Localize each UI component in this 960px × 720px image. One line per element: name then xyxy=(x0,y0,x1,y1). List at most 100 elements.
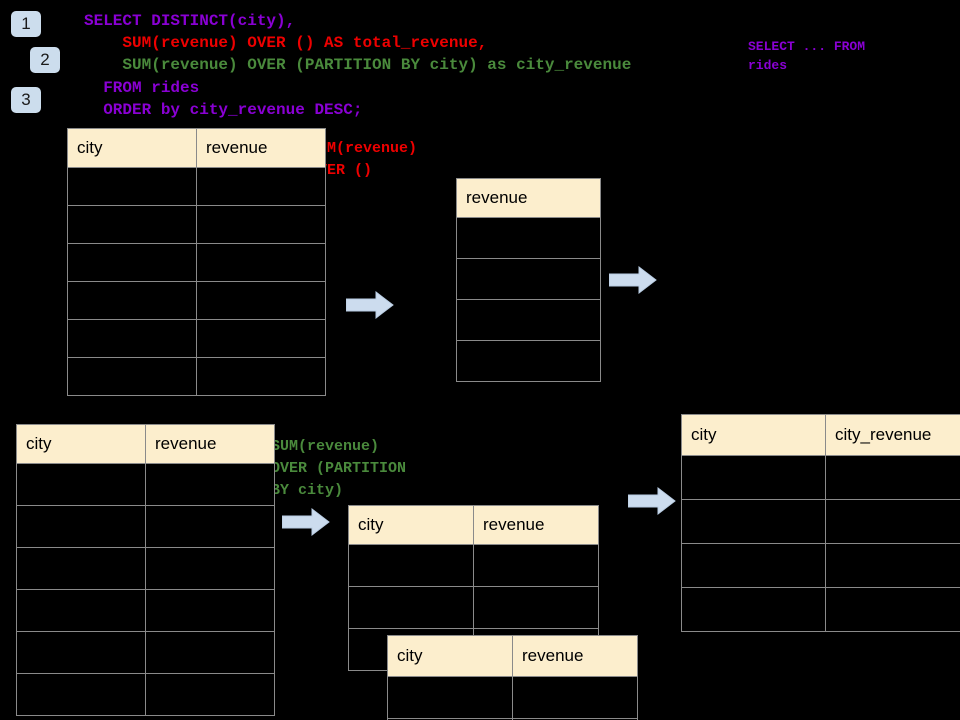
arrow-top-left xyxy=(345,290,394,324)
cell-city xyxy=(16,547,146,590)
cell-city xyxy=(681,455,826,500)
table-row xyxy=(387,718,638,720)
cell-city xyxy=(67,357,197,396)
cell-revenue xyxy=(145,547,275,590)
cell-city-revenue xyxy=(825,499,960,544)
table-row xyxy=(16,673,275,716)
table-row xyxy=(16,589,275,632)
cell-city xyxy=(681,499,826,544)
cell-revenue xyxy=(456,340,601,382)
table-row xyxy=(456,340,601,382)
table-row xyxy=(16,631,275,674)
arrow-top-right xyxy=(608,265,657,299)
cell-city-revenue xyxy=(825,587,960,632)
table-row xyxy=(456,299,601,341)
column-header-city: city xyxy=(67,128,197,168)
step-badge-3: 3 xyxy=(11,87,41,113)
rides-source-top-table: city revenue xyxy=(67,128,326,396)
rides-source-bottom-table: city revenue xyxy=(16,424,275,716)
table-header-row: city revenue xyxy=(387,635,638,677)
cell-revenue xyxy=(145,505,275,548)
sql-line-city-revenue: SUM(revenue) OVER (PARTITION BY city) as… xyxy=(84,56,632,74)
arrow-bottom-right xyxy=(627,486,676,520)
cell-city xyxy=(67,281,197,320)
cell-city xyxy=(67,243,197,282)
table-row xyxy=(681,543,960,588)
cell-city xyxy=(16,463,146,506)
column-header-city-revenue: city_revenue xyxy=(825,414,960,456)
sql-line-order-by: ORDER by city_revenue DESC; xyxy=(84,101,363,119)
table-row xyxy=(67,243,326,282)
sql-line-from: FROM rides xyxy=(84,79,200,97)
column-header-revenue: revenue xyxy=(196,128,326,168)
cell-city xyxy=(681,587,826,632)
column-header-revenue: revenue xyxy=(456,178,601,218)
cell-revenue xyxy=(145,631,275,674)
cell-revenue xyxy=(512,676,638,719)
arrow-bottom-left xyxy=(281,507,330,541)
table-row xyxy=(16,505,275,548)
cell-revenue xyxy=(196,319,326,358)
annotation-sum-over-partition: SUM(revenue) OVER (PARTITION BY city) xyxy=(271,438,407,499)
table-row xyxy=(16,547,275,590)
cell-revenue xyxy=(512,718,638,720)
partition-table-b: city revenue xyxy=(387,635,638,720)
cell-revenue xyxy=(145,589,275,632)
cell-revenue xyxy=(473,544,599,587)
table-header-row: city revenue xyxy=(67,128,326,168)
table-row xyxy=(67,281,326,320)
table-row xyxy=(681,455,960,500)
cell-city xyxy=(348,586,474,629)
cell-revenue xyxy=(473,586,599,629)
table-row xyxy=(456,217,601,259)
step-badge-2: 2 xyxy=(30,47,60,73)
arrow-right-icon xyxy=(627,486,676,516)
column-header-revenue: revenue xyxy=(145,424,275,464)
table-header-row: city revenue xyxy=(348,505,599,545)
cell-city xyxy=(67,205,197,244)
arrow-right-icon xyxy=(281,507,330,537)
column-header-city: city xyxy=(348,505,474,545)
cell-city xyxy=(348,544,474,587)
table-row xyxy=(67,205,326,244)
cell-city xyxy=(67,319,197,358)
cell-revenue xyxy=(196,205,326,244)
cell-city xyxy=(16,673,146,716)
column-header-city: city xyxy=(681,414,826,456)
cell-revenue xyxy=(145,673,275,716)
cell-revenue xyxy=(145,463,275,506)
cell-revenue xyxy=(196,281,326,320)
arrow-right-icon xyxy=(608,265,657,295)
total-revenue-table: revenue xyxy=(456,178,601,382)
column-header-revenue: revenue xyxy=(512,635,638,677)
annotation-select-from: SELECT ... FROM rides xyxy=(748,39,866,73)
table-row xyxy=(456,258,601,300)
cell-revenue xyxy=(196,243,326,282)
table-row xyxy=(67,319,326,358)
table-row xyxy=(348,586,599,629)
column-header-revenue: revenue xyxy=(473,505,599,545)
sql-line-total-revenue: SUM(revenue) OVER () AS total_revenue, xyxy=(84,34,488,52)
sql-line-select: SELECT DISTINCT(city), xyxy=(84,12,296,30)
table-row xyxy=(16,463,275,506)
column-header-city: city xyxy=(387,635,513,677)
cell-revenue xyxy=(196,167,326,206)
cell-city xyxy=(387,676,513,719)
cell-city xyxy=(16,505,146,548)
cell-revenue xyxy=(456,299,601,341)
cell-revenue xyxy=(456,258,601,300)
cell-revenue xyxy=(196,357,326,396)
table-header-row: revenue xyxy=(456,178,601,218)
column-header-city: city xyxy=(16,424,146,464)
table-row xyxy=(67,167,326,206)
step-badge-1: 1 xyxy=(11,11,41,37)
cell-city xyxy=(681,543,826,588)
cell-city xyxy=(67,167,197,206)
arrow-right-icon xyxy=(345,290,394,320)
cell-city xyxy=(16,589,146,632)
cell-city xyxy=(16,631,146,674)
partition-table-a: city revenue xyxy=(348,505,599,671)
table-header-row: city city_revenue xyxy=(681,414,960,456)
cell-city-revenue xyxy=(825,543,960,588)
